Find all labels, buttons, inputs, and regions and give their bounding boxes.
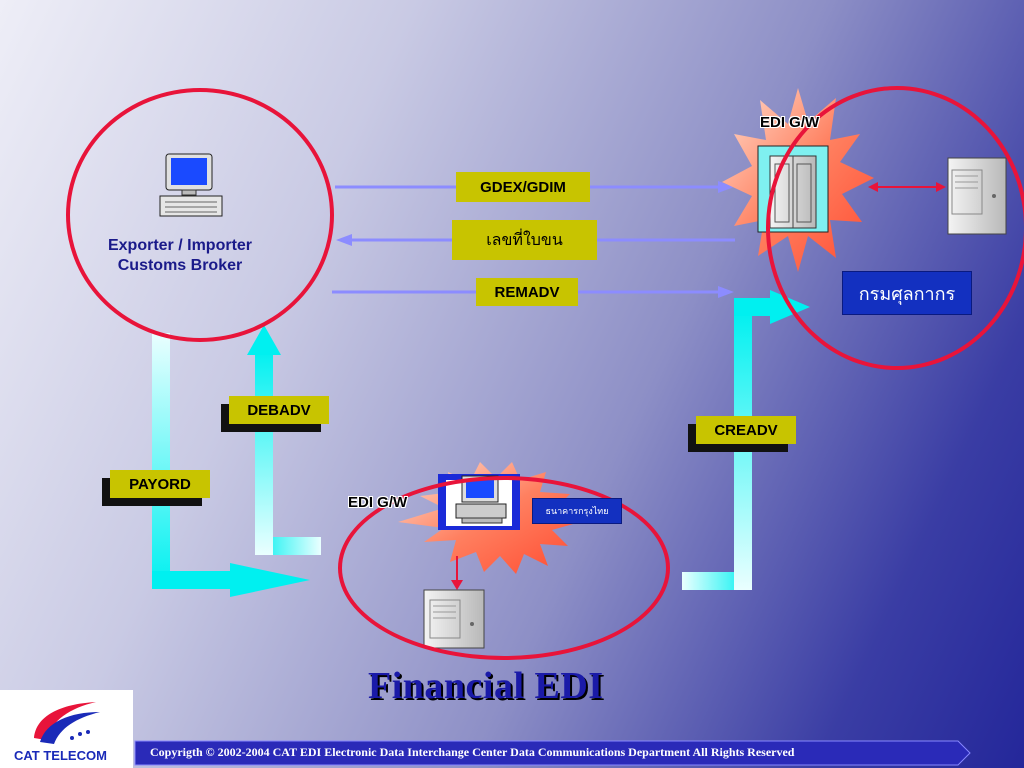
creadv-arrow [682,290,810,590]
trader-label: Exporter / Importer Customs Broker [70,236,290,276]
debadv-arrow [247,325,321,555]
creadv-label: CREADV [696,416,796,444]
footer-copyright: Copyrigth © 2002-2004 CAT EDI Electronic… [150,745,795,759]
page-title: Financial EDI [368,665,604,707]
customs-ring [766,86,1024,370]
logo-text: CAT TELECOM [14,748,107,763]
customs-name-box: กรมศุลกากร [842,271,972,315]
trader-line1: Exporter / Importer [107,237,253,254]
trader-line2: Customs Broker [117,257,243,274]
cat-logo-icon [0,690,133,768]
trader-ring [66,88,334,342]
debadv-label: DEBADV [229,396,329,424]
payord-label: PAYORD [110,470,210,498]
bank-name-box: ธนาคารกรุงไทย [532,498,622,524]
footer-bar [134,740,971,766]
gdex-label: GDEX/GDIM [456,172,590,202]
payord-arrow [152,333,310,597]
bank-edi-gw-label: EDI G/W [348,494,408,511]
bank-ring [338,476,670,660]
lek-label: เลขที่ใบขน [452,220,597,260]
customs-edi-gw-label: EDI G/W [760,114,820,131]
remadv-label: REMADV [476,278,578,306]
